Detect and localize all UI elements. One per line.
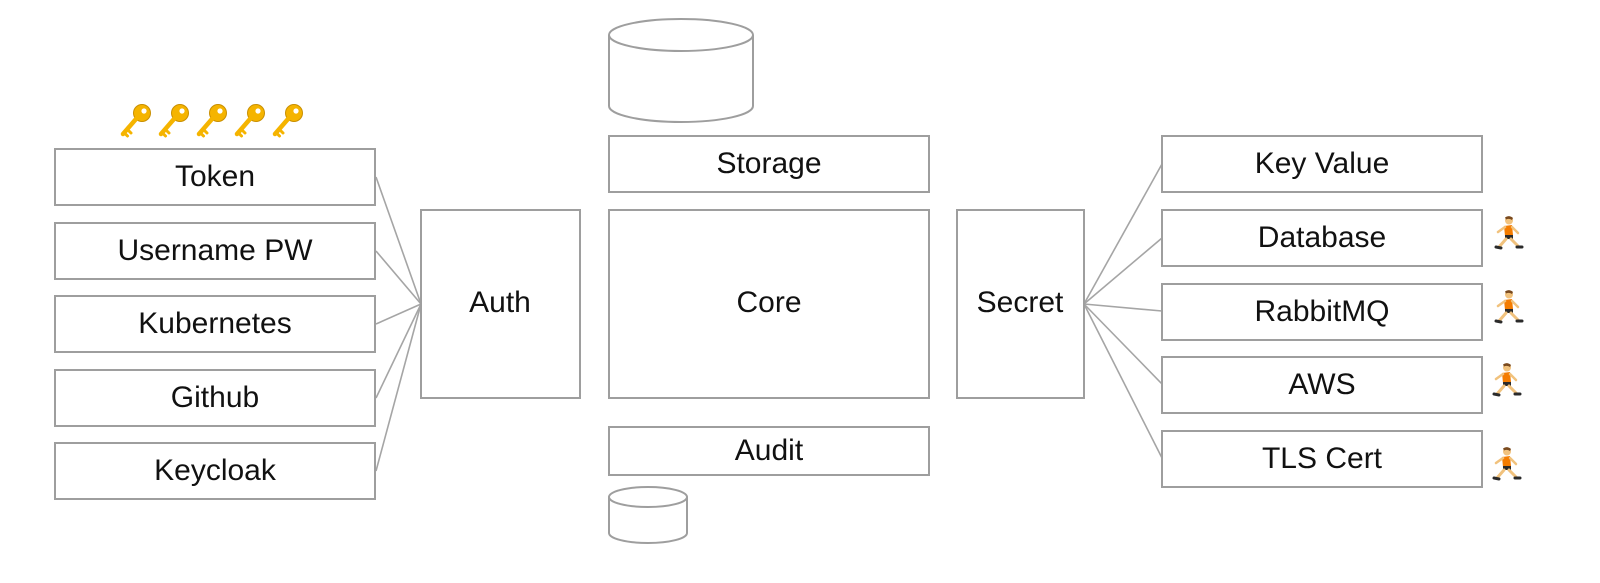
core-box[interactable]: Core (608, 209, 930, 399)
edge-secret-rabbitmq (1083, 303, 1163, 312)
edge-github-auth (375, 303, 422, 399)
edge-keycloak-auth (375, 303, 422, 472)
auth-method-label: Keycloak (154, 454, 277, 487)
audit-cylinder-icon (608, 486, 688, 544)
storage-label: Storage (716, 147, 821, 180)
auth-methods: Token Username PW Kubernetes Github Keyc… (54, 148, 376, 500)
auth-method-keycloak[interactable]: Keycloak (54, 442, 376, 500)
auth-method-label: Username PW (117, 234, 313, 267)
edge-secret-database (1083, 237, 1163, 305)
secret-engine-key-value[interactable]: Key Value (1161, 135, 1483, 193)
runner-icon (1494, 288, 1524, 324)
secret-label: Secret (977, 286, 1064, 319)
secret-engine-label: TLS Cert (1262, 442, 1383, 475)
edge-secret-kv (1083, 163, 1163, 305)
key-icon (275, 105, 303, 137)
auth-method-token[interactable]: Token (54, 148, 376, 206)
secret-engines: Key Value Database RabbitMQ AWS TLS Cert (1161, 135, 1483, 488)
key-icon (123, 105, 151, 137)
edge-kubernetes-auth (375, 303, 422, 325)
secret-engine-aws[interactable]: AWS (1161, 356, 1483, 414)
runner-icon (1494, 214, 1524, 250)
edge-secret-aws (1083, 303, 1163, 385)
storage-box[interactable]: Storage (608, 135, 930, 193)
secret-box[interactable]: Secret (956, 209, 1085, 399)
auth-method-label: Token (175, 160, 255, 193)
key-icon (199, 105, 227, 137)
runner-icon (1492, 445, 1522, 481)
audit-box[interactable]: Audit (608, 426, 930, 476)
auth-method-label: Github (171, 381, 259, 414)
key-icon (237, 105, 265, 137)
secret-engine-label: Key Value (1255, 147, 1390, 180)
secret-engine-rabbitmq[interactable]: RabbitMQ (1161, 283, 1483, 341)
secret-engine-database[interactable]: Database (1161, 209, 1483, 267)
secret-engine-label: RabbitMQ (1254, 295, 1389, 328)
key-icon (161, 105, 189, 137)
edge-secret-tls (1083, 303, 1163, 459)
auth-method-label: Kubernetes (138, 307, 291, 340)
runner-icon (1492, 361, 1522, 397)
auth-box[interactable]: Auth (420, 209, 581, 399)
auth-connectors (375, 176, 422, 472)
auth-label: Auth (469, 286, 531, 319)
core-label: Core (736, 286, 801, 319)
keys-row (123, 105, 303, 137)
edge-username-auth (375, 250, 422, 305)
secret-engine-tls-cert[interactable]: TLS Cert (1161, 430, 1483, 488)
runner-icons (1492, 214, 1524, 481)
secret-engine-label: Database (1258, 221, 1386, 254)
edge-token-auth (375, 176, 422, 305)
auth-method-username-pw[interactable]: Username PW (54, 222, 376, 280)
secret-engine-label: AWS (1288, 368, 1355, 401)
auth-method-kubernetes[interactable]: Kubernetes (54, 295, 376, 353)
auth-method-github[interactable]: Github (54, 369, 376, 427)
audit-label: Audit (735, 434, 804, 467)
secret-connectors (1083, 163, 1163, 459)
storage-cylinder-icon (608, 18, 754, 123)
